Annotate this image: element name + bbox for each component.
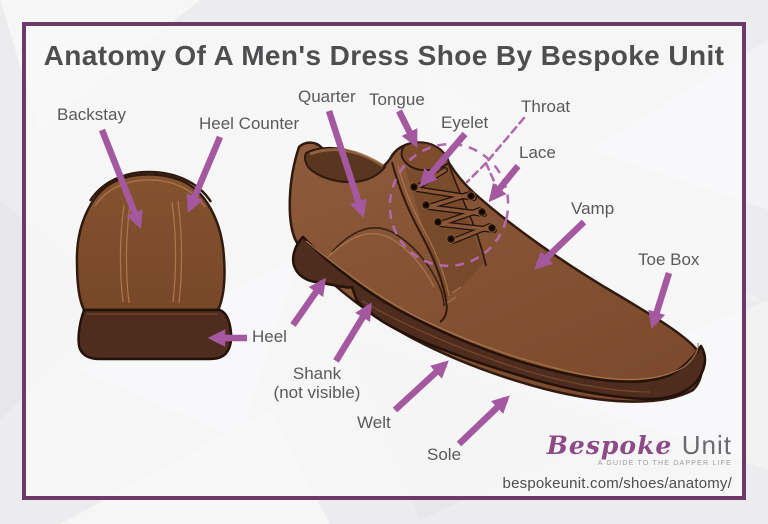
branding-block: Bespoke Unit A GUIDE TO THE DAPPER LIFE …: [503, 432, 732, 492]
label-tongue: Tongue: [369, 90, 425, 109]
label-toe-box: Toe Box: [638, 250, 700, 269]
label-welt: Welt: [357, 413, 391, 432]
label-shank-line2: (not visible): [273, 383, 361, 402]
label-eyelet: Eyelet: [441, 113, 489, 132]
logo-tagline: A GUIDE TO THE DAPPER LIFE: [597, 460, 732, 467]
label-heel-counter: Heel Counter: [199, 114, 300, 133]
label-quarter: Quarter: [298, 87, 356, 106]
label-sole: Sole: [427, 445, 462, 464]
label-vamp: Vamp: [571, 199, 615, 218]
label-lace: Lace: [519, 143, 556, 162]
site-url: bespokeunit.com/shoes/anatomy/: [502, 475, 732, 492]
label-shank: Shank (not visible): [252, 364, 382, 402]
label-shank-line1: Shank: [292, 364, 342, 383]
label-throat: Throat: [521, 97, 571, 116]
page-title: Anatomy Of A Men's Dress Shoe By Bespoke…: [43, 40, 725, 71]
bespoke-unit-logo: Bespoke Unit: [503, 432, 732, 463]
label-backstay: Backstay: [57, 105, 126, 124]
logo-plain-text: Unit: [681, 430, 732, 460]
label-heel: Heel: [252, 327, 287, 346]
logo-script-text: Bespoke: [546, 431, 673, 460]
